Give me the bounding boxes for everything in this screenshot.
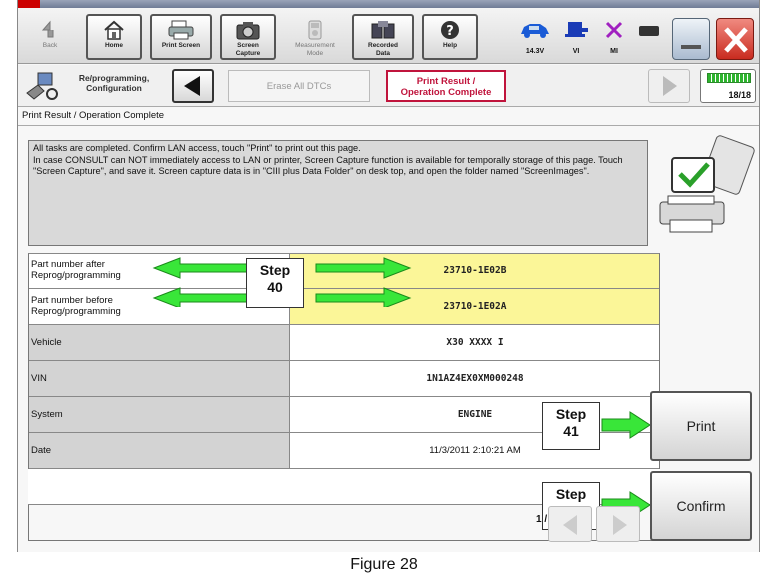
step-40-callout: Step 40 [246,258,304,308]
app-logo-icon [18,0,40,8]
measurement-mode-label: Measurement Mode [295,42,335,57]
keyboard-status [636,20,662,64]
arrow-left-icon [152,287,249,307]
arrow-right-icon [315,287,412,307]
minimize-icon [681,45,701,49]
triangle-right-icon [613,515,627,535]
help-icon: ? [424,16,476,42]
camera-icon [222,16,274,42]
step40-arrows [152,257,412,307]
keyboard-icon [637,26,661,44]
pager-count: 1 / 1 [536,514,556,525]
printer-icon [152,16,210,42]
battery-status: 14.3V [515,20,555,64]
triangle-left-icon [563,515,577,535]
row-label: System [28,397,290,432]
table-row: VIN 1N1AZ4EX0XM000248 [28,361,660,397]
arrow-right-icon [315,257,412,279]
help-label: Help [442,42,458,49]
printer-complete-illustration [652,130,758,240]
close-icon [724,27,748,53]
confirm-button[interactable]: Confirm [650,471,752,541]
vi-label: VI [572,48,580,55]
pager-prev-button[interactable] [548,506,592,542]
mi-status: MI [596,20,632,64]
nav-back-button[interactable] [172,69,214,103]
recorded-data-label: Recorded Data [368,42,398,57]
arrow-right-icon [601,411,651,439]
row-value: X30 XXXX I [290,325,660,360]
step-41-callout: Step 41 [542,402,600,450]
figure-caption: Figure 28 [350,556,418,573]
recorded-data-button[interactable]: Recorded Data [352,14,414,60]
page-count-label: 18/18 [728,90,751,100]
printer-check-icon [659,135,755,233]
close-button[interactable] [716,18,754,60]
back-label: Back [42,42,58,49]
recorded-data-icon [354,16,412,42]
vi-status: VI [558,20,594,64]
instruction-message: All tasks are completed. Confirm LAN acc… [28,140,648,246]
row-label: Date [28,433,290,468]
title-bar [18,0,759,8]
consult-window: Back Home Print Screen Screen Capture Me… [17,0,760,552]
table-row: Part number before Reprog/programming 23… [28,289,660,325]
page-title: Print Result / Operation Complete [22,110,165,121]
reprogramming-icon [24,71,62,106]
print-button[interactable]: Print [650,391,752,461]
navigation-bar: Re/programming, Configuration Erase All … [18,65,759,107]
section-label: Re/programming, Configuration [78,73,150,93]
step-progress: 18/18 [700,69,756,103]
vi-connection-icon [562,22,590,44]
back-button[interactable]: Back [22,14,78,60]
measurement-mode-button[interactable]: Measurement Mode [284,14,346,60]
row-label: VIN [28,361,290,396]
triangle-left-icon [184,76,200,96]
voltage-label: 14.3V [525,48,545,55]
toolbar: Back Home Print Screen Screen Capture Me… [18,8,759,64]
progress-bar [707,73,751,83]
help-button[interactable]: ? Help [422,14,478,60]
car-battery-icon [518,24,552,44]
home-label: Home [104,42,124,49]
triangle-right-icon [663,76,677,96]
arrow-left-icon [152,257,249,279]
print-screen-button[interactable]: Print Screen [150,14,212,60]
minimize-button[interactable] [672,18,710,60]
screen-capture-label: Screen Capture [235,42,261,57]
row-label: Vehicle [28,325,290,360]
home-icon [88,16,140,42]
print-screen-label: Print Screen [161,42,201,49]
mi-disconnected-icon [603,21,625,44]
screen-capture-button[interactable]: Screen Capture [220,14,276,60]
divider [18,125,759,126]
mi-label: MI [610,48,618,55]
breadcrumb-erase-all-dtcs: Erase All DTCs [228,70,370,102]
nav-forward-button[interactable] [648,69,690,103]
home-button[interactable]: Home [86,14,142,60]
svg-text:?: ? [446,24,454,39]
back-arrow-icon [24,16,76,42]
table-row: Vehicle X30 XXXX I [28,325,660,361]
measurement-icon [286,16,344,42]
breadcrumb-print-result: Print Result / Operation Complete [386,70,506,102]
pager-next-button[interactable] [596,506,640,542]
row-value: 1N1AZ4EX0XM000248 [290,361,660,396]
